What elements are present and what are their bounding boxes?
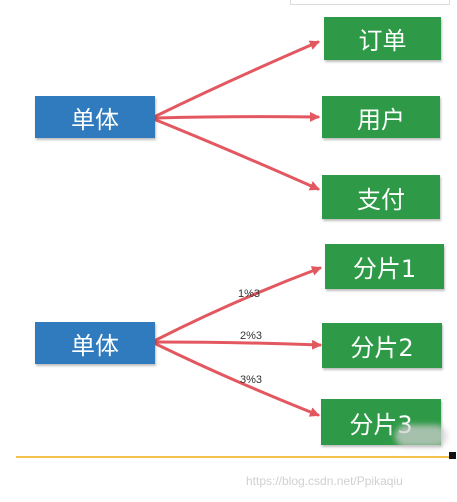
edge-label-2: 2%3	[240, 330, 263, 342]
arrow-to-user	[154, 111, 320, 122]
target-box-shard-1: 分片1	[325, 244, 444, 289]
source-box-top: 单体	[35, 96, 155, 138]
target-box-shard-2: 分片2	[322, 323, 442, 368]
target-box-payment: 支付	[322, 175, 440, 219]
arrow-to-payment	[154, 118, 320, 191]
arrow-to-shard-3	[154, 342, 320, 417]
arrow-to-shard-1	[154, 266, 322, 342]
target-box-order: 订单	[324, 17, 441, 60]
edge-label-1: 1%3	[238, 288, 261, 300]
corner-marker	[449, 452, 456, 459]
frame-edge	[290, 0, 450, 5]
divider-line	[16, 456, 452, 458]
arrow-to-shard-2	[154, 339, 322, 350]
blurred-overlay	[395, 425, 447, 447]
arrow-to-order	[154, 40, 320, 118]
target-box-user: 用户	[322, 96, 440, 138]
edge-label-3: 3%3	[240, 374, 263, 386]
watermark: https://blog.csdn.net/Ppikaqiu	[246, 474, 403, 488]
source-box-bottom: 单体	[35, 322, 155, 364]
